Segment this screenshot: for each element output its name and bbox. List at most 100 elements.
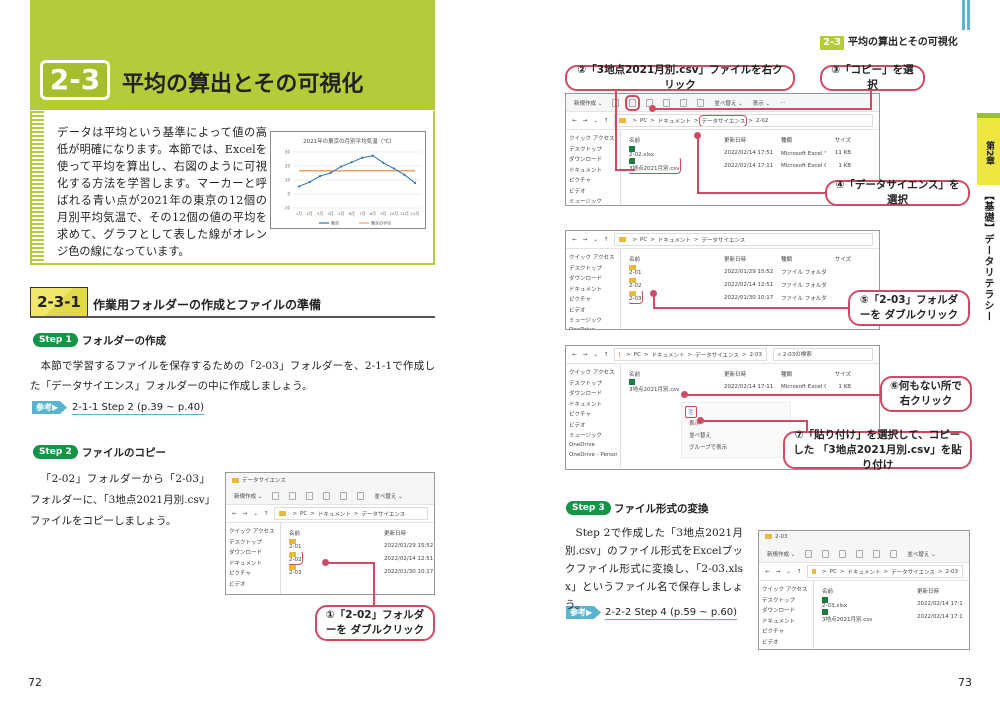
column-header[interactable]: 更新日時 [384, 530, 407, 537]
column-header[interactable]: 更新日時 [724, 256, 747, 263]
menu-item[interactable]: 表示 [689, 421, 701, 427]
nav-button[interactable]: → [582, 117, 588, 124]
menu-item[interactable]: グループで表示 [689, 445, 728, 451]
nav-item[interactable]: OneDrive [569, 441, 595, 448]
nav-button[interactable]: → [242, 510, 248, 517]
delete-icon[interactable] [890, 549, 898, 558]
toolbar-button[interactable]: 並べ替え ⌄ [714, 100, 743, 107]
nav-item[interactable]: OneDrive - Personal [569, 452, 617, 458]
column-header[interactable]: 更新日時 [917, 588, 940, 595]
nav-item[interactable]: ビデオ [762, 639, 779, 646]
nav-button[interactable]: ← [572, 351, 577, 358]
nav-item[interactable]: ダウンロード [229, 550, 263, 556]
nav-item[interactable]: ピクチャ [569, 412, 591, 418]
chapter-tab[interactable]: 第2章 [977, 113, 1000, 185]
nav-item[interactable]: ビデオ [569, 422, 586, 429]
nav-button[interactable]: → [582, 351, 588, 358]
new-button[interactable]: 新規作成 ⌄ [574, 100, 603, 107]
breadcrumb-item[interactable]: データサイエンス [701, 237, 746, 244]
breadcrumb-item[interactable]: ドキュメント [317, 511, 351, 518]
breadcrumb-item[interactable]: データサイエンス [361, 511, 406, 518]
nav-button[interactable]: ← [572, 117, 577, 124]
column-header[interactable]: 名前 [629, 371, 641, 378]
nav-button[interactable]: ↑ [603, 117, 609, 124]
nav-button[interactable]: ⌄ [593, 236, 598, 243]
rename-icon[interactable] [663, 98, 671, 107]
nav-item[interactable]: ドキュメント [762, 618, 796, 625]
breadcrumb-item[interactable]: PC [633, 351, 641, 358]
nav-item[interactable]: ビデオ [229, 581, 246, 588]
nav-item[interactable]: ビデオ [569, 188, 586, 195]
nav-item[interactable]: クイック アクセス [762, 587, 808, 593]
cut-icon[interactable] [272, 491, 280, 500]
new-button[interactable]: 新規作成 ⌄ [234, 493, 263, 500]
nav-item[interactable]: ダウンロード [569, 276, 603, 282]
breadcrumb[interactable]: >PC>ドキュメント>データサイエンス>2-03 [807, 565, 963, 578]
nav-button[interactable]: ← [572, 236, 577, 243]
paste-icon[interactable] [839, 549, 847, 558]
breadcrumb-item[interactable]: 2-02 [755, 117, 769, 124]
share-icon[interactable] [680, 98, 688, 107]
nav-button[interactable]: ⌄ [253, 510, 258, 517]
breadcrumb-item[interactable]: 2-03 [945, 568, 958, 575]
paste-icon[interactable] [306, 491, 314, 500]
nav-item[interactable]: ミュージック [569, 199, 602, 205]
column-header[interactable]: 種類 [781, 256, 793, 263]
nav-item[interactable]: デスクトップ [569, 265, 603, 272]
share-icon[interactable] [873, 549, 881, 558]
delete-icon[interactable] [357, 491, 365, 500]
breadcrumb-item[interactable]: ドキュメント [657, 237, 691, 244]
nav-item[interactable]: ダウンロード [569, 391, 603, 397]
nav-item[interactable]: ミュージック [569, 318, 602, 324]
nav-item[interactable]: ピクチャ [762, 629, 784, 635]
column-header[interactable]: 名前 [629, 256, 641, 263]
column-header[interactable]: サイズ [834, 137, 851, 144]
nav-item[interactable]: ピクチャ [229, 571, 251, 577]
nav-item[interactable]: ドキュメント [569, 286, 603, 293]
breadcrumb[interactable]: >PC>ドキュメント>データサイエンス>2-02 [614, 114, 873, 127]
nav-item[interactable]: クイック アクセス [229, 529, 275, 535]
nav-item[interactable]: ダウンロード [762, 608, 796, 614]
nav-button[interactable]: ↑ [263, 510, 269, 517]
nav-item[interactable]: クイック アクセス [569, 255, 615, 261]
nav-item[interactable]: デスクトップ [569, 380, 603, 387]
nav-button[interactable]: → [775, 568, 781, 575]
nav-item[interactable]: ドキュメント [569, 167, 603, 174]
toolbar-button[interactable]: 表示 ⌄ [752, 100, 771, 107]
rename-icon[interactable] [856, 549, 864, 558]
column-header[interactable]: サイズ [834, 256, 851, 263]
nav-button[interactable]: ⌄ [593, 351, 598, 358]
nav-button[interactable]: ⌄ [786, 568, 791, 575]
column-header[interactable]: 更新日時 [724, 137, 747, 144]
nav-item[interactable]: デスクトップ [762, 597, 796, 604]
nav-item[interactable]: ピクチャ [569, 178, 591, 184]
nav-item[interactable]: ピクチャ [569, 297, 591, 303]
search-input[interactable]: ⌕ 2-03の検索 [773, 348, 873, 361]
breadcrumb-item[interactable]: PC [300, 510, 308, 517]
nav-button[interactable]: → [582, 236, 588, 243]
breadcrumb[interactable]: >PC>ドキュメント>データサイエンス [274, 507, 428, 520]
breadcrumb-item[interactable]: 2-03 [749, 351, 762, 358]
column-header[interactable]: 名前 [629, 137, 641, 144]
nav-button[interactable]: ← [765, 568, 770, 575]
nav-item[interactable]: クイック アクセス [569, 370, 615, 376]
breadcrumb-item[interactable]: データサイエンス [695, 352, 739, 359]
column-header[interactable]: 名前 [289, 530, 301, 537]
breadcrumb-item[interactable]: PC [640, 236, 648, 243]
copy-icon[interactable] [822, 549, 830, 558]
breadcrumb-item[interactable]: PC [829, 568, 837, 575]
toolbar-button[interactable]: 並べ替え ⌄ [907, 551, 936, 558]
nav-item[interactable]: ダウンロード [569, 157, 603, 163]
nav-button[interactable]: ⌄ [593, 117, 598, 124]
nav-item[interactable]: デスクトップ [229, 539, 263, 546]
column-header[interactable]: 更新日時 [724, 371, 747, 378]
